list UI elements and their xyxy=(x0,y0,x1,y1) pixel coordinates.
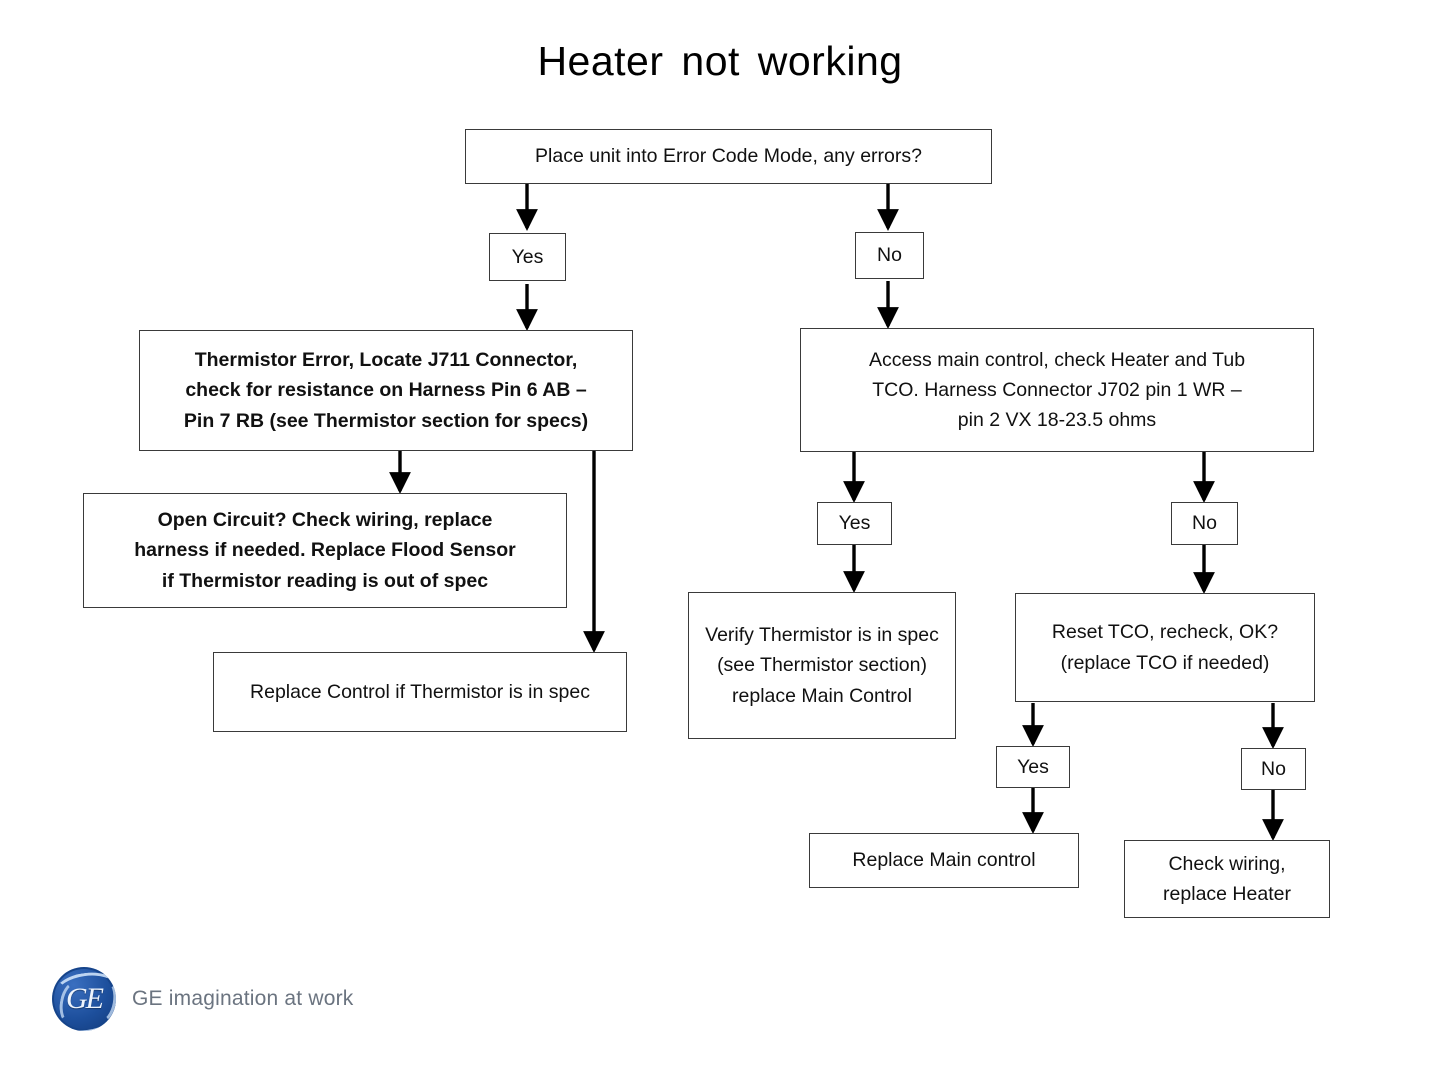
node-verify-thermistor-label: Verify Thermistor is in spec (see Thermi… xyxy=(705,624,939,707)
node-yes-3[interactable]: Yes xyxy=(996,746,1070,788)
node-replace-main-control-label: Replace Main control xyxy=(852,849,1036,872)
node-yes-1-label: Yes xyxy=(511,245,544,268)
node-reset-tco[interactable]: Reset TCO, recheck, OK? (replace TCO if … xyxy=(1015,593,1315,702)
node-replace-control-label: Replace Control if Thermistor is in spec xyxy=(250,680,590,703)
node-access-main-control-label: Access main control, check Heater and Tu… xyxy=(868,348,1246,432)
node-no-2-label: No xyxy=(1192,512,1217,535)
node-no-3-label: No xyxy=(1261,757,1286,780)
page-title: Heater not working xyxy=(537,38,903,84)
node-replace-control[interactable]: Replace Control if Thermistor is in spec xyxy=(213,652,627,732)
ge-monogram-letters: GE xyxy=(66,982,104,1015)
node-access-main-control[interactable]: Access main control, check Heater and Tu… xyxy=(800,328,1314,452)
node-start[interactable]: Place unit into Error Code Mode, any err… xyxy=(465,129,992,184)
ge-tagline: GE imagination at work xyxy=(132,987,354,1010)
node-open-circuit-label: Open Circuit? Check wiring, replace harn… xyxy=(134,509,516,592)
node-check-wiring-label: Check wiring, replace Heater xyxy=(1163,852,1291,905)
node-yes-2[interactable]: Yes xyxy=(817,502,892,545)
node-start-label: Place unit into Error Code Mode, any err… xyxy=(535,145,922,168)
node-thermistor-error-label: Thermistor Error, Locate J711 Connector,… xyxy=(183,349,589,432)
node-yes-3-label: Yes xyxy=(1017,755,1049,778)
node-reset-tco-label: Reset TCO, recheck, OK? (replace TCO if … xyxy=(1051,621,1279,674)
ge-logo: GE GE imagination at work xyxy=(52,962,392,1036)
node-yes-1[interactable]: Yes xyxy=(489,233,566,281)
ge-monogram-icon: GE xyxy=(52,967,116,1031)
node-no-3[interactable]: No xyxy=(1241,748,1306,790)
node-yes-2-label: Yes xyxy=(838,512,871,535)
node-no-1[interactable]: No xyxy=(855,232,924,279)
node-no-1-label: No xyxy=(877,244,902,267)
node-replace-main-control[interactable]: Replace Main control xyxy=(809,833,1079,888)
node-no-2[interactable]: No xyxy=(1171,502,1238,545)
node-open-circuit[interactable]: Open Circuit? Check wiring, replace harn… xyxy=(83,493,567,608)
node-thermistor-error[interactable]: Thermistor Error, Locate J711 Connector,… xyxy=(139,330,633,451)
node-verify-thermistor[interactable]: Verify Thermistor is in spec (see Thermi… xyxy=(688,592,956,739)
node-check-wiring[interactable]: Check wiring, replace Heater xyxy=(1124,840,1330,918)
